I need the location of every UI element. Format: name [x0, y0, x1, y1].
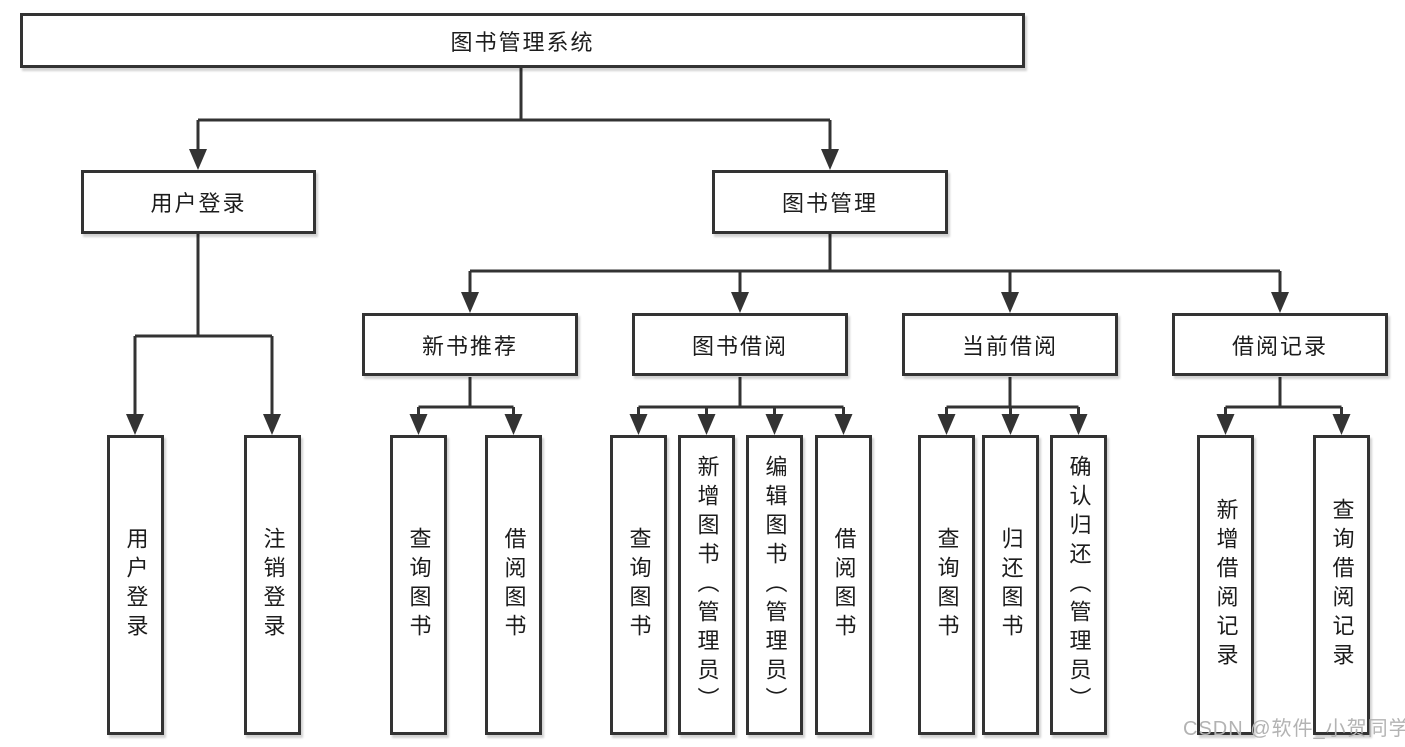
leaf-label: 编辑图书（管理员） [762, 454, 788, 716]
arrowhead-icon [461, 292, 479, 313]
node-label: 图书管理系统 [450, 29, 595, 55]
node-label: 图书管理 [781, 191, 878, 216]
arrowhead-icon [1001, 414, 1020, 435]
leaf-edit-books-admin: 编辑图书（管理员） [746, 435, 803, 735]
node-label: 图书借阅 [691, 333, 788, 359]
leaf-return-books: 归还图书 [982, 435, 1039, 735]
leaf-label: 借阅图书 [501, 527, 527, 643]
leaf-borrow-books: 借阅图书 [815, 435, 872, 735]
connector-borrow-records-to-leaves [1216, 377, 1351, 435]
connector-book-borrow-to-leaves [629, 377, 853, 435]
connector-root-to-level2 [189, 68, 839, 170]
arrowhead-icon [1216, 414, 1235, 435]
leaf-add-borrow-record: 新增借阅记录 [1197, 435, 1254, 735]
arrowhead-icon [1271, 292, 1289, 313]
arrowhead-icon [504, 414, 523, 435]
leaf-logout: 注销登录 [244, 435, 301, 735]
node-new-book-recommend: 新书推荐 [362, 313, 578, 376]
leaf-query-borrow-record: 查询借阅记录 [1313, 435, 1370, 735]
leaf-label: 用户登录 [123, 527, 149, 643]
leaf-query-books-recommend: 查询图书 [390, 435, 447, 735]
connector-new-book-to-leaves [409, 377, 523, 435]
arrowhead-icon [409, 414, 428, 435]
leaf-label: 确认归还（管理员） [1066, 454, 1092, 716]
leaf-add-books-admin: 新增图书（管理员） [678, 435, 735, 735]
leaf-label: 查询图书 [406, 527, 432, 643]
connector-book-management-to-level3 [461, 234, 1289, 313]
arrowhead-icon [126, 414, 144, 435]
leaf-label: 新增借阅记录 [1213, 498, 1239, 672]
leaf-user-login: 用户登录 [107, 435, 164, 735]
node-label: 借阅记录 [1231, 333, 1328, 359]
node-user-login: 用户登录 [81, 170, 316, 234]
arrowhead-icon [263, 414, 281, 435]
leaf-label: 查询图书 [934, 527, 960, 643]
arrowhead-icon [937, 414, 956, 435]
arrowhead-icon [765, 414, 784, 435]
arrowhead-icon [629, 414, 648, 435]
leaf-label: 归还图书 [998, 527, 1024, 643]
leaf-label: 查询图书 [626, 527, 652, 643]
leaf-label: 查询借阅记录 [1329, 498, 1355, 672]
arrowhead-icon [189, 149, 207, 170]
leaf-confirm-return-admin: 确认归还（管理员） [1050, 435, 1107, 735]
node-label: 用户登录 [150, 191, 247, 216]
leaf-query-books-current: 查询图书 [918, 435, 975, 735]
leaf-borrow-books-recommend: 借阅图书 [485, 435, 542, 735]
node-label: 新书推荐 [421, 333, 518, 359]
node-book-borrow: 图书借阅 [632, 313, 848, 376]
leaf-label: 借阅图书 [831, 527, 857, 643]
leaf-label: 新增图书（管理员） [694, 454, 720, 716]
csdn-watermark: CSDN @软件_小贺同学 [1183, 718, 1405, 740]
node-borrow-records: 借阅记录 [1172, 313, 1388, 376]
arrowhead-icon [697, 414, 716, 435]
node-book-management: 图书管理 [712, 170, 948, 234]
node-current-borrow: 当前借阅 [902, 313, 1118, 376]
leaf-query-books-borrow: 查询图书 [610, 435, 667, 735]
arrowhead-icon [1069, 414, 1088, 435]
connector-current-borrow-to-leaves [937, 377, 1088, 435]
leaf-label: 注销登录 [260, 527, 286, 643]
arrowhead-icon [834, 414, 853, 435]
node-label: 当前借阅 [961, 333, 1058, 359]
arrowhead-icon [1001, 292, 1019, 313]
connector-user-login-to-leaves [126, 234, 281, 435]
arrowhead-icon [731, 292, 749, 313]
arrowhead-icon [1332, 414, 1351, 435]
arrowhead-icon [821, 149, 839, 170]
node-root-system: 图书管理系统 [20, 13, 1025, 68]
